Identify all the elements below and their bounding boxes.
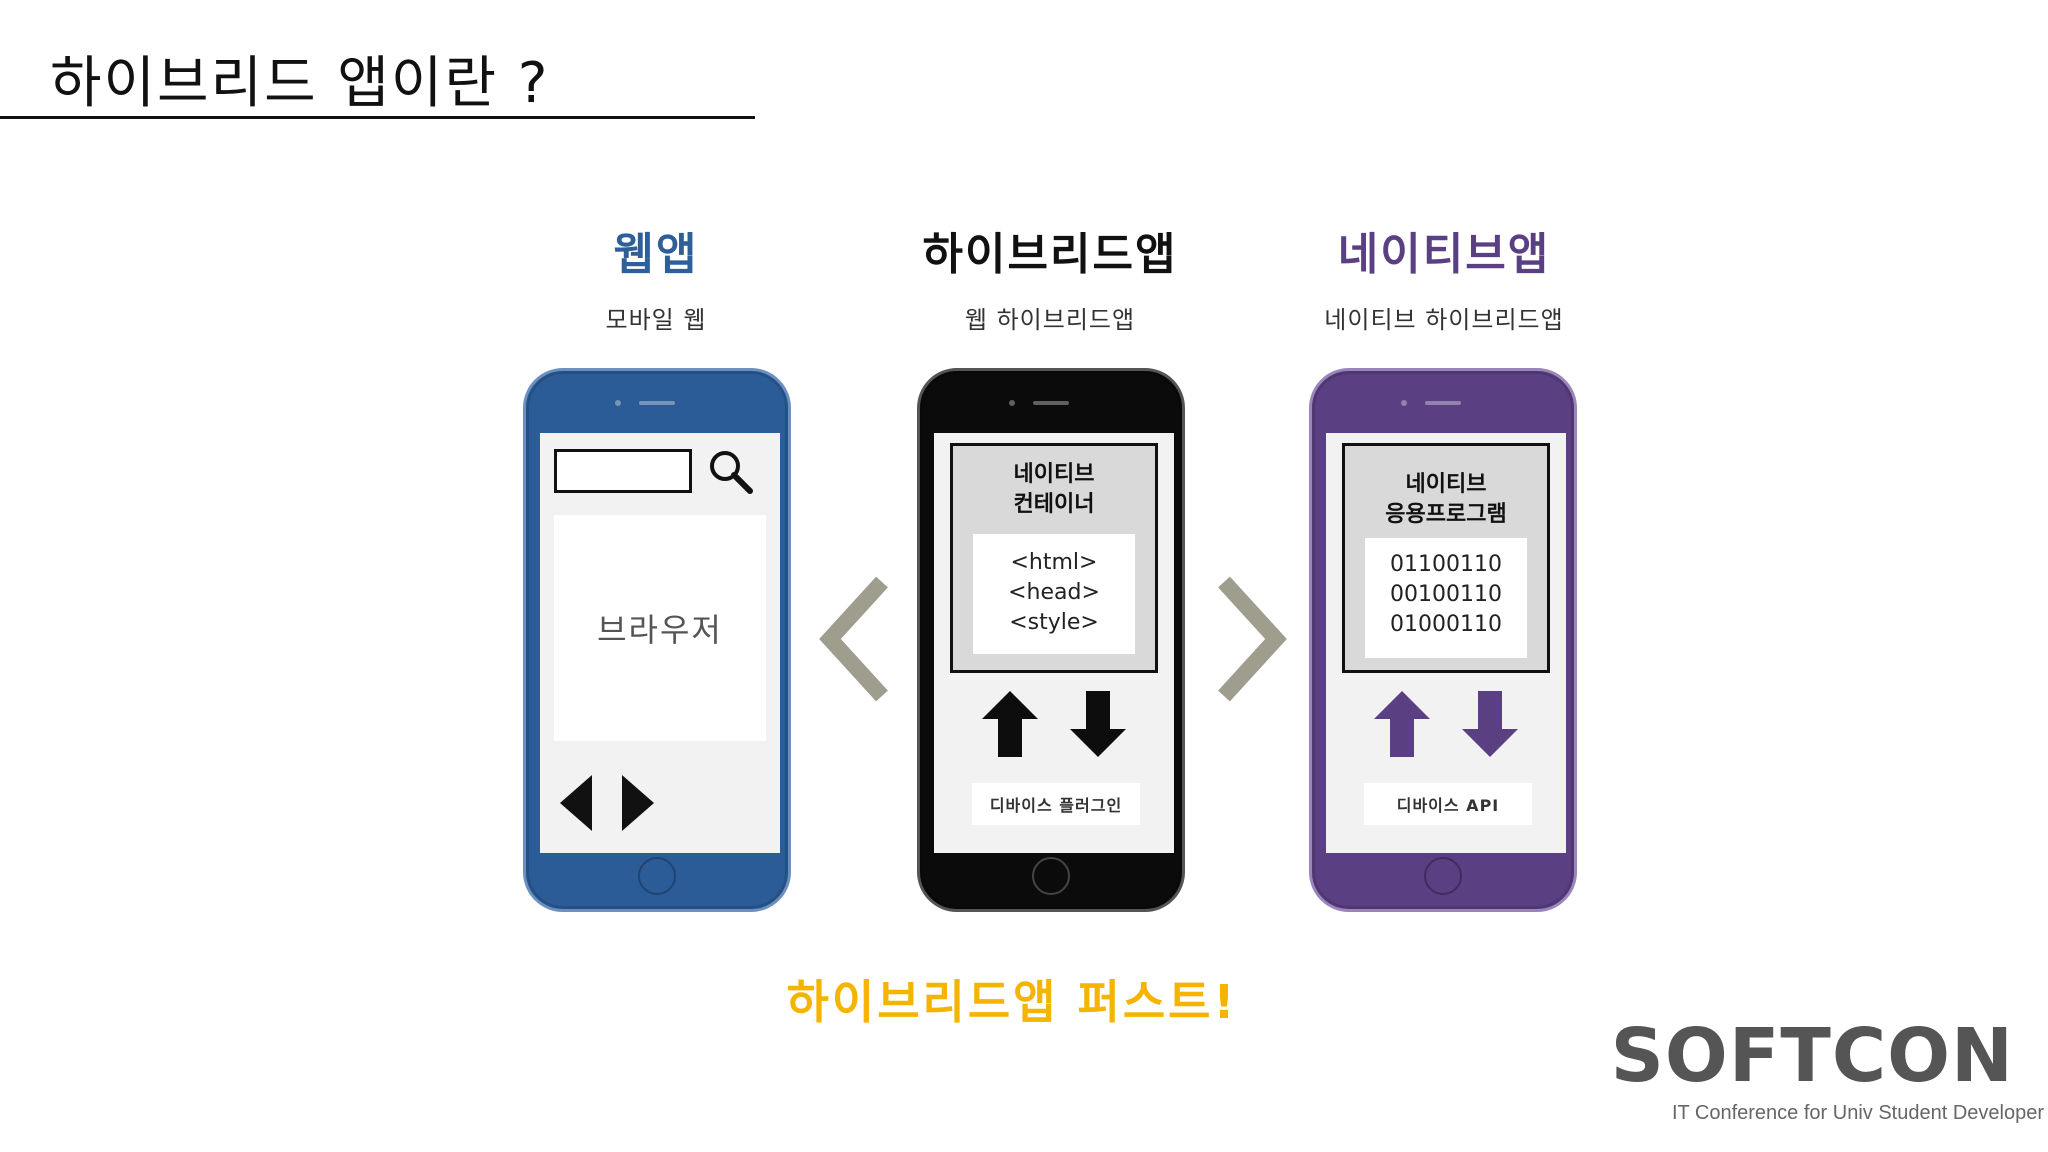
- camera-dot: [1009, 400, 1015, 406]
- nav-back-icon: [560, 775, 592, 831]
- hybrid-first-tagline: 하이브리드앱 퍼스트!: [786, 975, 1238, 1029]
- speaker-slot: [639, 401, 675, 405]
- title-underline: [0, 116, 755, 119]
- search-icon: [710, 451, 753, 494]
- data-flow-arrows: [1374, 691, 1518, 757]
- native-phone: 네이티브 응용프로그램 01100110 00100110 01000110 디…: [1309, 368, 1577, 912]
- speaker-slot: [1425, 401, 1461, 405]
- web-code-box: <html> <head> <style>: [973, 534, 1135, 654]
- binary-code-box: 01100110 00100110 01000110: [1365, 538, 1527, 658]
- web-app-subtitle: 모바일 웹: [605, 306, 707, 334]
- browser-area: 브라우저: [554, 515, 766, 741]
- web-phone-screen: 브라우저: [540, 433, 780, 853]
- speaker-slot: [1033, 401, 1069, 405]
- web-app-title: 웹앱: [613, 229, 699, 280]
- native-app-subtitle: 네이티브 하이브리드앱: [1324, 306, 1564, 334]
- home-button: [638, 857, 676, 895]
- device-plugin-label: 디바이스 플러그인: [972, 783, 1140, 825]
- hybrid-phone: 네이티브 컨테이너 <html> <head> <style> 디바이스 플러그…: [917, 368, 1185, 912]
- camera-dot: [1401, 400, 1407, 406]
- arrow-up-icon: [982, 691, 1038, 757]
- brand-logo: SOFTCON IT Conference for Univ Student D…: [1610, 1013, 2044, 1125]
- search-box: [554, 449, 692, 493]
- hybrid-app-title: 하이브리드앱: [922, 229, 1178, 280]
- native-phone-screen: 네이티브 응용프로그램 01100110 00100110 01000110 디…: [1326, 433, 1566, 853]
- native-app-title: 네이티브앱: [1337, 229, 1551, 280]
- chevron-left-icon: [819, 576, 888, 702]
- hybrid-phone-screen: 네이티브 컨테이너 <html> <head> <style> 디바이스 플러그…: [934, 433, 1174, 853]
- slide-title: 하이브리드 앱이란 ?: [50, 51, 550, 116]
- home-button: [1032, 857, 1070, 895]
- brand-name: SOFTCON: [1610, 1013, 2014, 1099]
- app-label: 네이티브 응용프로그램: [1385, 472, 1507, 527]
- brand-tagline: IT Conference for Univ Student Developer: [1671, 1102, 2044, 1124]
- arrow-down-icon: [1070, 691, 1126, 757]
- arrow-down-icon: [1462, 691, 1518, 757]
- arrow-up-icon: [1374, 691, 1430, 757]
- nav-forward-icon: [622, 775, 654, 831]
- web-phone: 브라우저: [523, 368, 791, 912]
- home-button: [1424, 857, 1462, 895]
- data-flow-arrows: [982, 691, 1126, 757]
- native-container-box: 네이티브 컨테이너 <html> <head> <style>: [950, 443, 1158, 673]
- hybrid-app-subtitle: 웹 하이브리드앱: [964, 306, 1136, 334]
- chevron-right-icon: [1218, 576, 1287, 702]
- container-label: 네이티브 컨테이너: [1013, 462, 1095, 517]
- camera-dot: [615, 400, 621, 406]
- device-api-label: 디바이스 API: [1364, 783, 1532, 825]
- native-app-box: 네이티브 응용프로그램 01100110 00100110 01000110: [1342, 443, 1550, 673]
